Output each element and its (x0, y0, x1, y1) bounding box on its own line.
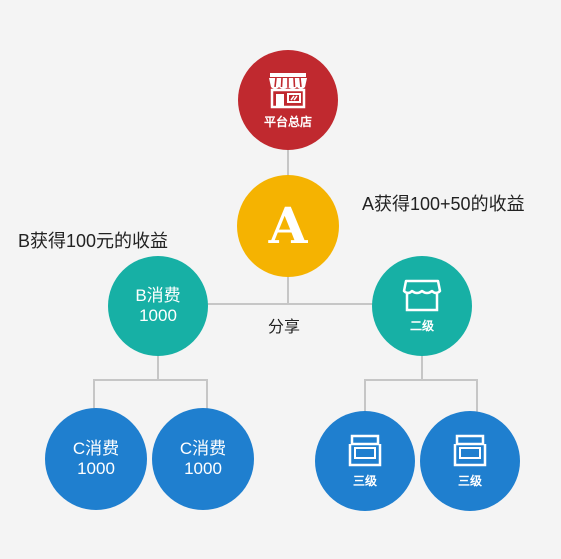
connector-third-right (476, 379, 478, 413)
connector-a-down (287, 270, 289, 304)
storefront-icon (269, 72, 307, 108)
node-c-right: C消费 1000 (152, 408, 254, 510)
node-b-line2: 1000 (139, 306, 177, 325)
connector-second-down (421, 350, 423, 380)
third-level-node-left: 三级 (315, 411, 415, 511)
b-earnings-annotation: B获得100元的收益 (18, 231, 169, 251)
share-label: 分享 (268, 319, 301, 336)
node-c-line2: 1000 (184, 459, 222, 478)
node-c-line2: 1000 (77, 459, 115, 478)
connector-b-down (157, 350, 159, 380)
connector-third-left (364, 379, 366, 413)
node-a: A (237, 175, 339, 277)
root-store-label: 平台总店 (263, 114, 312, 129)
connector-c-horizontal (93, 379, 208, 381)
root-store-node: 平台总店 (238, 50, 338, 150)
store-icon (453, 434, 487, 466)
connector-root-a (287, 140, 289, 180)
node-c-left: C消费 1000 (45, 408, 147, 510)
node-a-letter: A (268, 196, 308, 255)
connector-third-horizontal (364, 379, 478, 381)
node-c-line1: C消费 (179, 439, 227, 458)
node-b-line1: B消费 (135, 286, 181, 305)
a-earnings-annotation: A获得100+50的收益 (362, 194, 525, 214)
node-b: B消费 1000 (108, 256, 208, 356)
third-level-label: 三级 (352, 473, 377, 488)
third-level-label: 三级 (457, 473, 482, 488)
second-level-node: 二级 (372, 256, 472, 356)
store-icon (402, 279, 442, 311)
second-level-label: 二级 (409, 318, 434, 333)
node-c-line1: C消费 (72, 439, 120, 458)
connector-c-right (206, 379, 208, 411)
third-level-node-right: 三级 (420, 411, 520, 511)
connector-c-left (93, 379, 95, 411)
connector-horizontal-mid (205, 303, 373, 305)
store-icon (348, 434, 382, 466)
